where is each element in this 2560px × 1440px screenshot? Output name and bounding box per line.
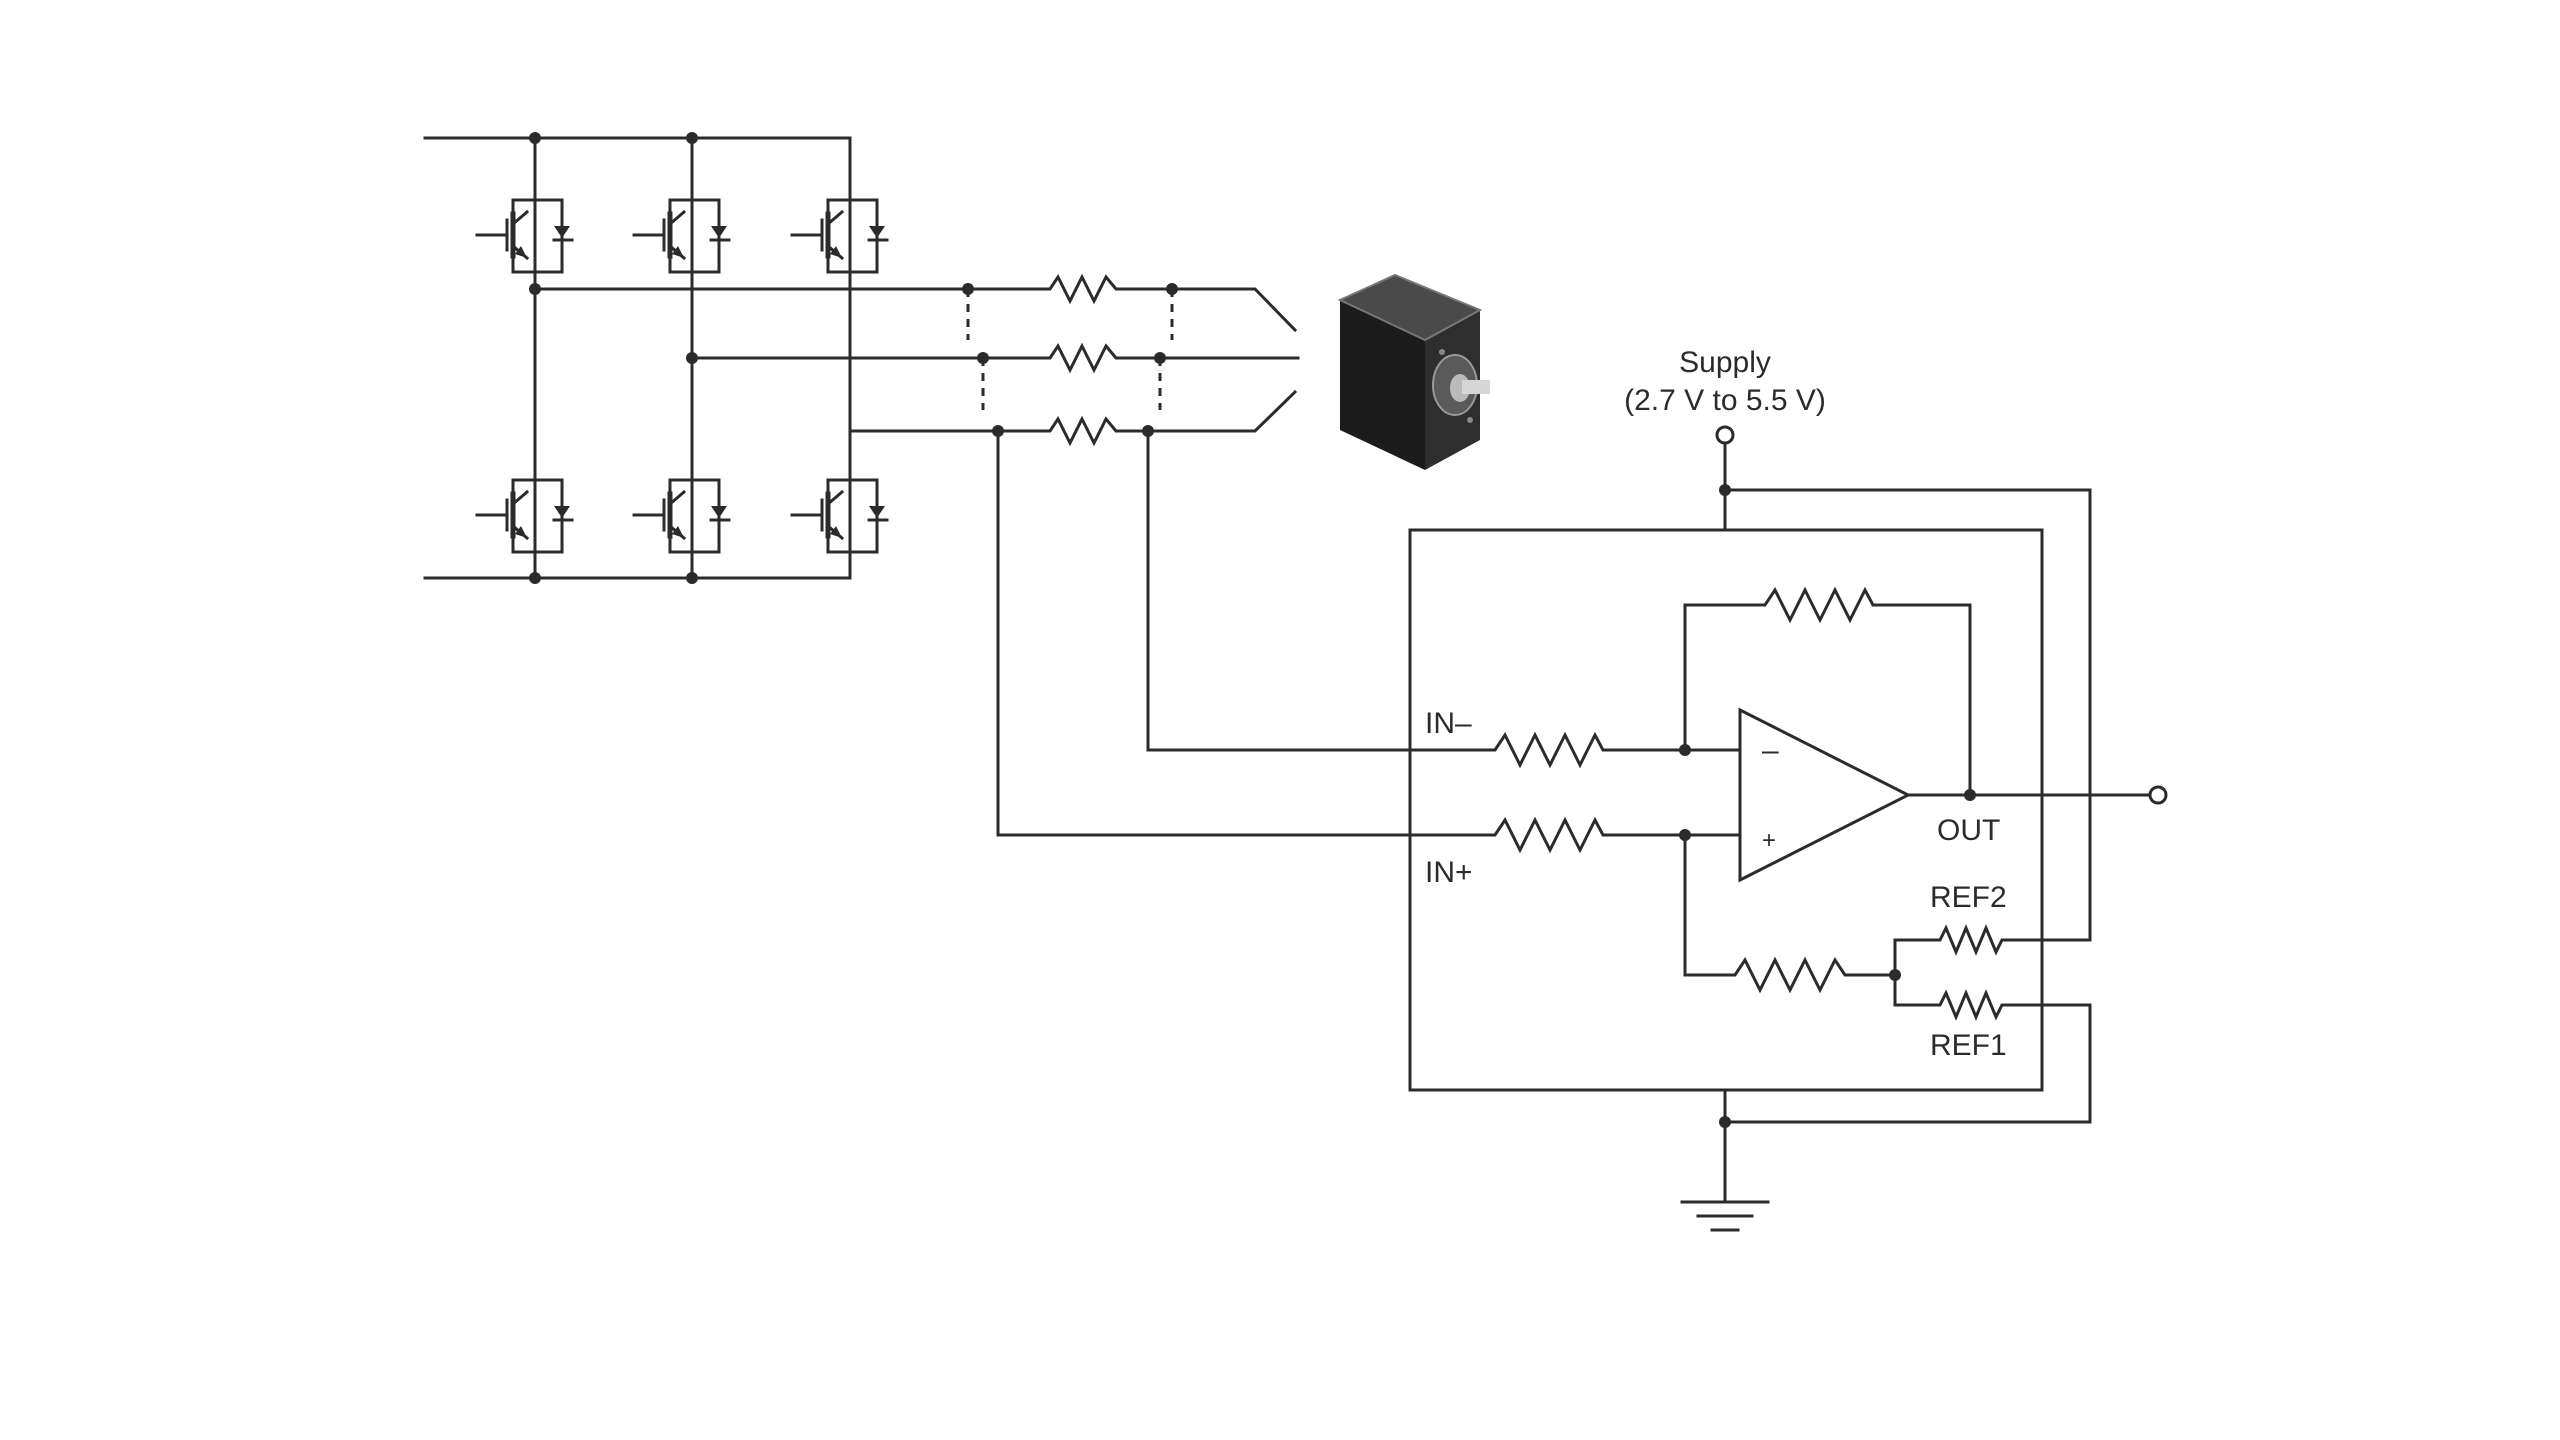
op-amp-plus-sign: + bbox=[1762, 827, 1776, 854]
igbt-icon bbox=[792, 180, 887, 272]
supply-range: (2.7 V to 5.5 V) bbox=[1624, 384, 1826, 417]
supply-terminal bbox=[1715, 425, 1735, 445]
ref1-label: REF1 bbox=[1930, 1029, 2007, 1062]
labels: Supply (2.7 V to 5.5 V) IN– IN+ OUT REF2… bbox=[1425, 346, 2007, 1062]
amplifier-ic: – + bbox=[1408, 425, 2168, 1232]
supply-label: Supply bbox=[1679, 346, 1771, 379]
igbt-icon bbox=[634, 180, 729, 272]
feedback-resistor bbox=[1683, 586, 1972, 797]
sense-wires bbox=[996, 429, 1482, 837]
ground-icon bbox=[1680, 1200, 1770, 1232]
op-amp-minus-sign: – bbox=[1762, 734, 1779, 767]
stepper-motor-icon bbox=[1337, 273, 1490, 470]
op-amp bbox=[1738, 707, 1912, 883]
phase-shunts bbox=[533, 273, 1300, 447]
igbt-icon bbox=[792, 460, 887, 552]
in-minus-resistor bbox=[1478, 731, 1687, 769]
igbt-icon bbox=[477, 180, 572, 272]
in-minus-label: IN– bbox=[1425, 707, 1472, 740]
output-terminal[interactable] bbox=[2148, 785, 2168, 805]
ref2-label: REF2 bbox=[1930, 881, 2007, 914]
in-plus-label: IN+ bbox=[1425, 856, 1473, 889]
ref2-resistor bbox=[1893, 924, 2044, 977]
out-label: OUT bbox=[1937, 814, 2000, 847]
igbt-icon bbox=[634, 460, 729, 552]
reference-resistor bbox=[1683, 833, 1897, 994]
in-plus-resistor bbox=[1478, 816, 1687, 854]
igbt-icon bbox=[477, 460, 572, 552]
inverter-bridge bbox=[423, 132, 887, 584]
ref1-resistor bbox=[1893, 973, 2044, 1021]
